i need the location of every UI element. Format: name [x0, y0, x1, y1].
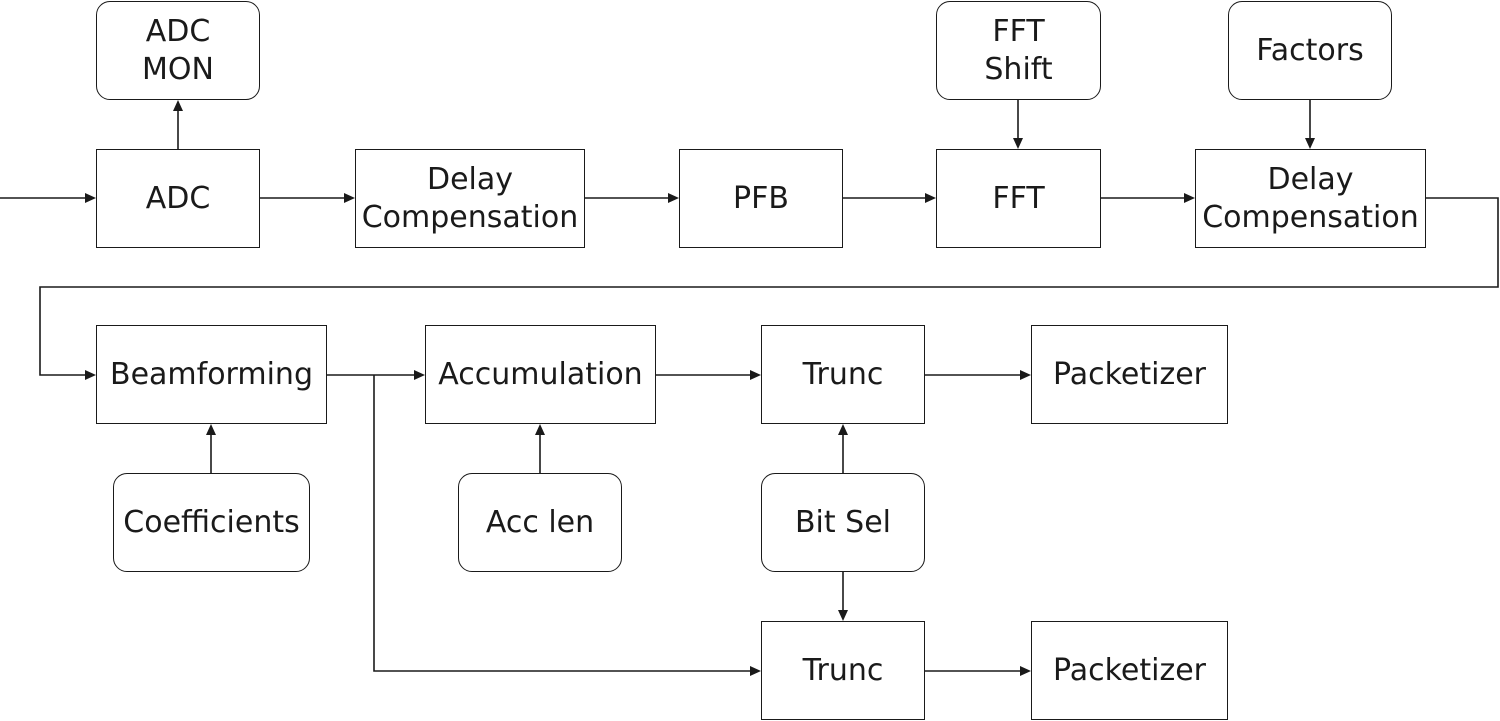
arrow-into-packetizer-1 — [1020, 370, 1031, 380]
arrow-into-delay-2 — [1184, 193, 1195, 203]
trunc-label-1: Trunc — [802, 356, 884, 392]
arrow-up-into-trunc-1 — [838, 424, 848, 435]
arrow-into-trunc-1 — [750, 370, 761, 380]
arrow-into-accumulation — [414, 370, 425, 380]
factors-block: Factors — [1228, 1, 1392, 100]
trunc-label-2: Trunc — [802, 652, 884, 688]
packetizer-block-2: Packetizer — [1031, 621, 1228, 720]
arrow-into-trunc-2 — [750, 666, 761, 676]
coefficients-block: Coefficients — [113, 473, 310, 572]
arrow-down-into-delay-2 — [1305, 138, 1315, 149]
arrow-up-into-beamforming — [206, 424, 216, 435]
arrow-up-into-accumulation — [535, 424, 545, 435]
delay-compensation-label-2: Delay Compensation — [1202, 161, 1419, 235]
arrow-into-pfb — [668, 193, 679, 203]
fft-shift-label: FFT Shift — [984, 13, 1053, 87]
arrow-down-into-trunc-2 — [838, 610, 848, 621]
fft-block: FFT — [936, 149, 1101, 248]
packetizer-block-1: Packetizer — [1031, 325, 1228, 424]
acc-len-block: Acc len — [458, 473, 622, 572]
bit-sel-label: Bit Sel — [794, 504, 892, 540]
arrow-into-delay-1 — [344, 193, 355, 203]
delay-compensation-label-1: Delay Compensation — [361, 161, 579, 235]
bit-sel-block: Bit Sel — [761, 473, 925, 572]
packetizer-label-1: Packetizer — [1052, 356, 1207, 392]
trunc-block-2: Trunc — [761, 621, 925, 720]
fft-label: FFT — [992, 180, 1045, 216]
arrow-down-into-fft — [1013, 138, 1023, 149]
arrow-into-packetizer-2 — [1020, 666, 1031, 676]
arrow-into-fft — [925, 193, 936, 203]
adc-block: ADC — [96, 149, 260, 248]
pfb-block: PFB — [679, 149, 843, 248]
beamforming-block: Beamforming — [96, 325, 327, 424]
factors-label: Factors — [1256, 32, 1364, 68]
delay-compensation-block-1: Delay Compensation — [355, 149, 585, 248]
arrow-into-adc-mon — [173, 100, 183, 111]
beamforming-label: Beamforming — [110, 356, 313, 392]
packetizer-label-2: Packetizer — [1052, 652, 1207, 688]
coefficients-label: Coefficients — [123, 504, 300, 540]
arrow-into-adc — [85, 193, 96, 203]
adc-label: ADC — [145, 180, 211, 216]
wire-beam-trunc2 — [373, 375, 751, 672]
delay-compensation-block-2: Delay Compensation — [1195, 149, 1426, 248]
trunc-block-1: Trunc — [761, 325, 925, 424]
adc-mon-block: ADC MON — [96, 1, 260, 100]
wire-delay2-beamforming — [39, 197, 1499, 376]
accumulation-block: Accumulation — [425, 325, 656, 424]
adc-mon-label: ADC MON — [142, 13, 214, 87]
pfb-label: PFB — [733, 180, 789, 216]
accumulation-label: Accumulation — [438, 356, 643, 392]
acc-len-label: Acc len — [485, 504, 595, 540]
arrow-into-beamforming — [85, 370, 96, 380]
fft-shift-block: FFT Shift — [936, 1, 1101, 100]
